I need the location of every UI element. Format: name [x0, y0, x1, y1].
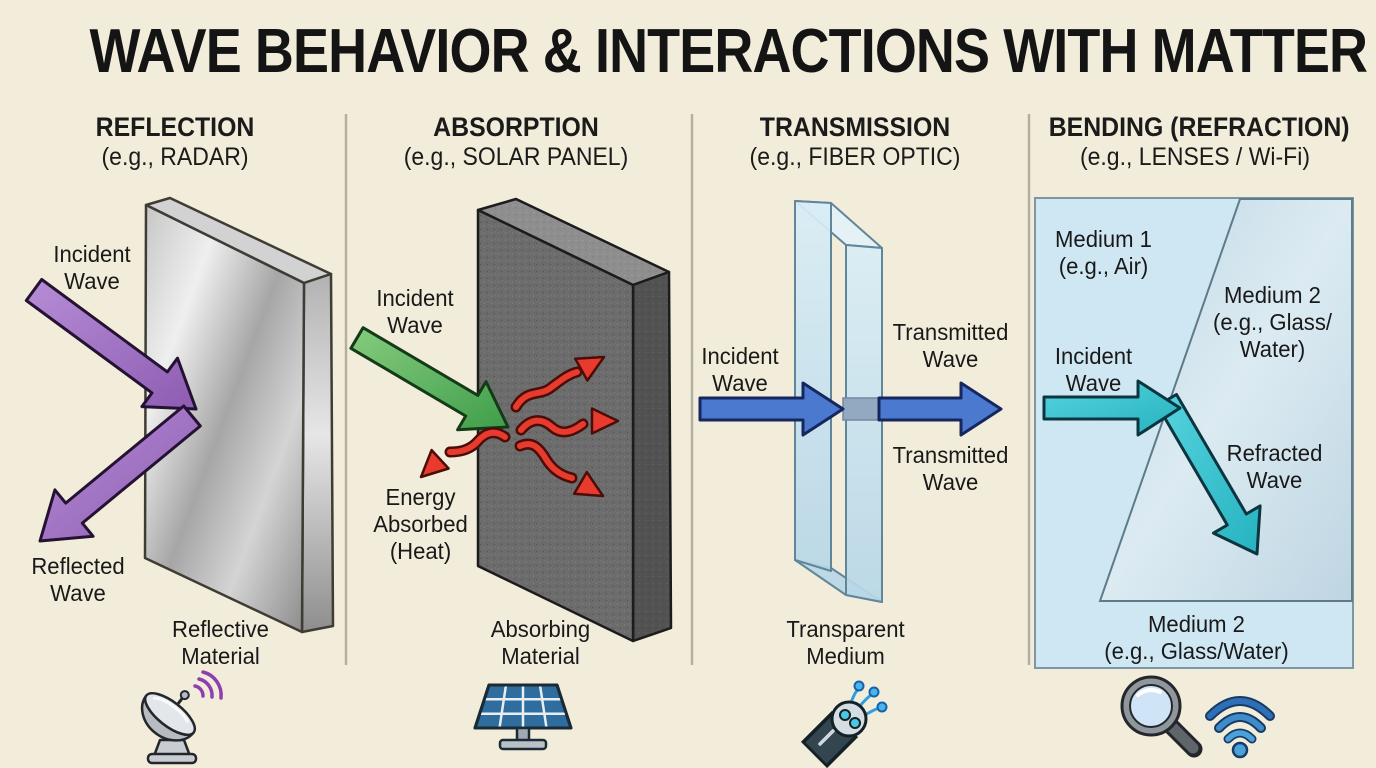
panel-header-refraction: BENDING (REFRACTION) (e.g., LENSES / Wi-… [1036, 112, 1354, 172]
panel-heading: ABSORPTION [433, 112, 599, 142]
incident-wave-label-refraction: Incident Wave [1054, 343, 1133, 396]
panel-subheading: (e.g., FIBER OPTIC) [749, 143, 961, 171]
wifi-icon [1205, 696, 1275, 759]
panel-header-reflection: REFLECTION (e.g., RADAR) [25, 112, 325, 172]
panel-heading: TRANSMISSION [759, 112, 951, 142]
page-title: WAVE BEHAVIOR & INTERACTIONS WITH MATTER [89, 17, 1368, 86]
heat-wave-arrows [419, 355, 620, 498]
incident-wave-arrow-absorption [349, 326, 510, 432]
incident-wave-label-transmission: Incident Wave [701, 343, 779, 396]
panel-subheading: (e.g., RADAR) [101, 143, 249, 171]
refracted-wave-arrow [1156, 393, 1262, 556]
reflected-wave-arrow [38, 404, 202, 543]
panel-subheading: (e.g., LENSES / Wi-Fi) [1079, 143, 1311, 171]
fiber-optic-cable-icon [800, 680, 888, 768]
panel-dividers [344, 114, 1031, 665]
reflective-material-label: Reflective Material [172, 616, 269, 669]
refracted-wave-label: Refracted Wave [1226, 440, 1323, 493]
panel-heading: BENDING (REFRACTION) [1048, 112, 1350, 142]
panel-header-absorption: ABSORPTION (e.g., SOLAR PANEL) [366, 112, 666, 172]
medium-boundary [1098, 198, 1353, 602]
panel-subheading: (e.g., SOLAR PANEL) [403, 143, 629, 171]
absorbing-material-slab [476, 197, 673, 643]
radar-dish-icon [140, 670, 223, 765]
incident-wave-arrow-transmission [698, 381, 845, 437]
incident-wave-arrow-reflection [24, 278, 198, 411]
magnifying-glass-icon [1120, 675, 1203, 758]
panel-header-transmission: TRANSMISSION (e.g., FIBER OPTIC) [705, 112, 1005, 172]
reflected-wave-label: Reflected Wave [31, 553, 125, 606]
transparent-medium-slab [794, 200, 883, 603]
medium-2-lower-label: Medium 2 (e.g., Glass/Water) [1104, 611, 1289, 664]
incident-wave-arrow-refraction [1042, 379, 1182, 437]
energy-absorbed-label: Energy Absorbed (Heat) [373, 484, 468, 564]
absorbing-material-label: Absorbing Material [490, 616, 591, 669]
transmitted-wave-label-bottom: Transmitted Wave [892, 442, 1009, 495]
incident-wave-label-absorption: Incident Wave [376, 285, 454, 338]
radar-signal-arcs [193, 670, 223, 700]
transparent-medium-label: Transparent Medium [786, 616, 905, 669]
panel-heading: REFLECTION [95, 112, 255, 142]
medium-1-label: Medium 1 (e.g., Air) [1055, 226, 1152, 279]
solar-panel-icon [473, 683, 573, 751]
incident-wave-label-reflection: Incident Wave [53, 241, 131, 294]
transmitted-wave-arrow [877, 381, 1003, 437]
medium-2-upper-label: Medium 2 (e.g., Glass/ Water) [1212, 282, 1333, 362]
wave-inside-medium [842, 397, 880, 421]
transmitted-wave-label-top: Transmitted Wave [892, 319, 1009, 372]
